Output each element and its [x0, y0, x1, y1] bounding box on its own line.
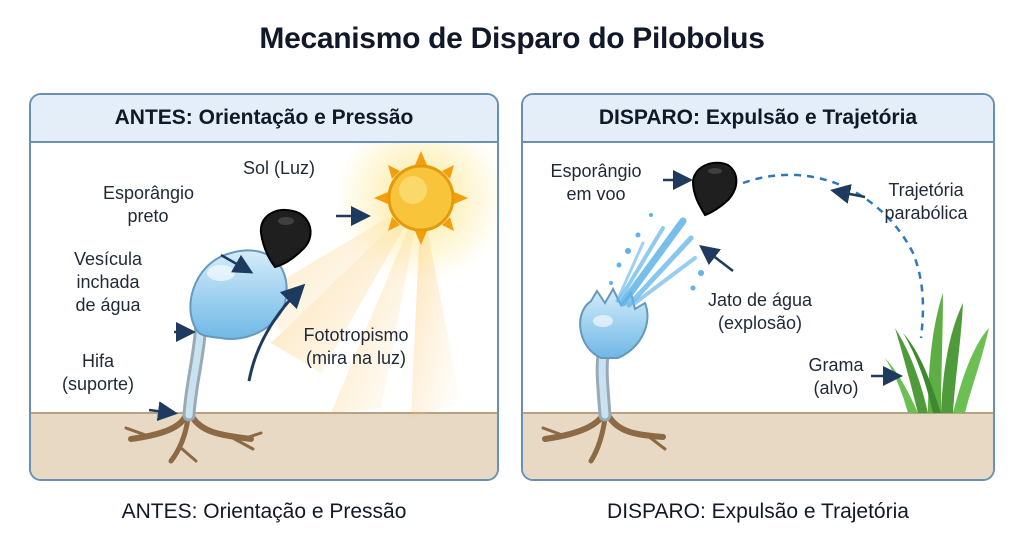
sporangium-flight-icon [691, 161, 738, 217]
phototropism-arrow [247, 283, 306, 382]
trajectory-arrow [830, 184, 866, 204]
water-jet [615, 217, 697, 308]
firing-scene [523, 161, 993, 479]
caption-firing: DISPARO: Expulsão e Trajetória [607, 500, 909, 523]
soil [31, 413, 497, 479]
hypha-label: Hifa (suporte) [61, 351, 135, 394]
grass-icon [885, 293, 989, 413]
soil [523, 413, 993, 479]
phototropism-label: Fototropismo (mira na luz) [303, 325, 409, 368]
sporangium-label: Esporângio preto [103, 183, 195, 226]
panel-before: ANTES: Orientação e Pressão [29, 93, 499, 481]
hypha-arrow [148, 401, 178, 422]
panel-firing-header: DISPARO: Expulsão e Trajetória [523, 95, 993, 143]
panel-firing: DISPARO: Expulsão e Trajetória [521, 93, 995, 481]
sun-rays [261, 143, 497, 418]
label-arrows [148, 206, 371, 422]
label-arrows [663, 170, 903, 386]
water-jet-label: Jato de água (explosão) [707, 290, 813, 333]
before-scene [31, 143, 497, 479]
water-jet-arrow [699, 244, 734, 272]
grass-label: Grama (alvo) [808, 355, 864, 398]
trajectory-path [742, 173, 925, 339]
panel-before-header: ANTES: Orientação e Pressão [31, 95, 497, 143]
trajectory-label: Trajetória parabólica [884, 180, 968, 223]
sun-icon [374, 151, 468, 245]
diagram-title: Mecanismo de Disparo do Pilobolus [259, 22, 765, 55]
sporangium-flight-label: Esporângio em voo [550, 161, 642, 204]
sporangium-icon [259, 208, 312, 269]
sporangium-arrow [220, 253, 254, 274]
sun-label: Sol (Luz) [243, 158, 316, 178]
vesicle-label: Vesícula inchada de água [73, 249, 143, 315]
caption-before: ANTES: Orientação e Pressão [121, 500, 407, 523]
